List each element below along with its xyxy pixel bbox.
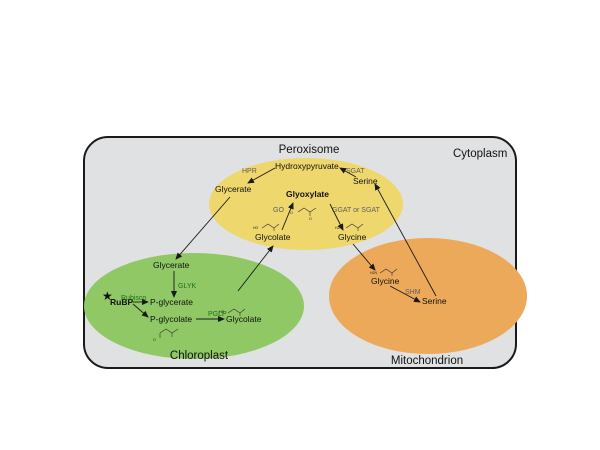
arrow-glycolate-to-glyoxylate <box>281 202 294 231</box>
ggat-enzyme: GGAT or SGAT <box>332 207 381 214</box>
svg-text:H2N: H2N <box>370 271 377 275</box>
mitochondrion-glycine: Glycine <box>371 276 400 286</box>
svg-text:O: O <box>309 217 312 221</box>
chloroplast-label: Chloroplast <box>170 350 229 362</box>
peroxisome-label: Peroxisome <box>279 144 340 156</box>
p-glycolate-structure-icon: O <box>153 328 179 342</box>
arrow-chloroplast-glycolate-to-peroxisome <box>237 245 274 292</box>
p-glycerate: P-glycerate <box>150 297 193 307</box>
glyoxylate: Glyoxylate <box>286 189 329 199</box>
chloroplast-glycolate-structure-icon: HO <box>219 308 246 316</box>
svg-text:HO: HO <box>253 226 259 230</box>
svg-text:O: O <box>290 211 293 215</box>
arrow-hydroxypyruvate-to-glycerate <box>247 167 276 184</box>
peroxisome-glycine: Glycine <box>338 232 367 242</box>
mitochondrion-label: Mitochondrion <box>391 355 463 367</box>
arrow-glyoxylate-to-glycine <box>329 203 344 231</box>
peroxisome-serine: Serine <box>353 176 378 186</box>
arrow-glycine-to-mitochondrion <box>352 243 376 271</box>
p-glycolate: P-glycolate <box>150 314 192 324</box>
glyk-enzyme: GLYK <box>178 283 196 290</box>
shm-enzyme: SHM <box>405 289 421 296</box>
mitochondrion-compartment <box>329 238 527 354</box>
cytoplasm-label: Cytoplasm <box>453 148 507 160</box>
peroxisome-compartment <box>209 158 403 250</box>
glycolate-structure-icon: HO <box>253 223 280 231</box>
hydroxypyruvate: Hydroxypyruvate <box>275 161 339 171</box>
chloroplast-glycolate: Glycolate <box>226 314 262 324</box>
rubp: RuBP <box>110 297 133 307</box>
arrow-peroxisome-glycerate-to-chloroplast <box>175 196 231 260</box>
rubisco-enzyme: Rubisco <box>121 295 146 302</box>
svg-text:H2N: H2N <box>335 226 342 230</box>
arrow-rubp-to-p-glycolate <box>132 303 149 318</box>
chloroplast-glycerate: Glycerate <box>153 260 190 270</box>
glyoxylate-structure-icon: O O <box>290 207 317 221</box>
glycine-structure-icon: H2N <box>335 223 364 231</box>
arrow-serine-to-hydroxypyruvate <box>339 167 357 178</box>
svg-text:O: O <box>153 338 156 342</box>
go-enzyme: GO <box>273 207 284 214</box>
svg-text:HO: HO <box>219 310 225 314</box>
arrow-glycine-to-serine <box>389 285 421 303</box>
mitochondrion-serine: Serine <box>422 296 447 306</box>
arrow-mitochondrion-serine-to-peroxisome <box>374 183 437 297</box>
peroxisome-glycerate: Glycerate <box>215 184 252 194</box>
peroxisome-glycolate: Glycolate <box>255 232 291 242</box>
sgat-enzyme: SGAT <box>346 168 365 175</box>
mito-glycine-structure-icon: H2N <box>370 268 398 276</box>
star-icon: ★ <box>102 289 113 303</box>
pglp-enzyme: PGLP <box>208 311 227 318</box>
chloroplast-compartment <box>84 253 304 359</box>
hpr-enzyme: HPR <box>242 168 257 175</box>
